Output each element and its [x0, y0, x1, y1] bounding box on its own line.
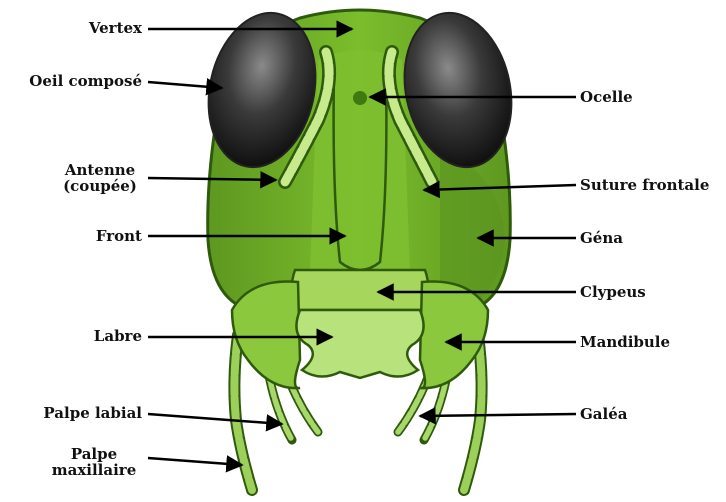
label-palpe-labial: Palpe labial — [43, 405, 142, 421]
label-vertex: Vertex — [89, 20, 142, 36]
label-ocelle: Ocelle — [580, 89, 633, 105]
label-antenne-line2: (coupée) — [52, 178, 148, 194]
label-clypeus: Clypeus — [580, 284, 646, 300]
ocelle — [353, 91, 367, 105]
label-palpe-maxillaire: Palpe maxillaire — [40, 446, 148, 478]
arrow-galea — [420, 414, 576, 416]
label-front: Front — [96, 228, 142, 244]
label-suture-frontale: Suture frontale — [580, 177, 709, 193]
clypeus — [292, 270, 429, 310]
label-galea: Galéa — [580, 406, 628, 422]
label-gena: Géna — [580, 230, 623, 246]
arrow-palpe-labial — [148, 414, 282, 424]
label-oeil-compose: Oeil composé — [29, 73, 142, 89]
arrow-palpe-maxillaire — [148, 458, 242, 465]
label-labre: Labre — [94, 328, 142, 344]
mandibule-left — [232, 282, 300, 389]
label-antenne: Antenne (coupée) — [52, 162, 148, 194]
label-mandibule: Mandibule — [580, 334, 670, 350]
labre — [296, 310, 423, 378]
label-antenne-line1: Antenne — [52, 162, 148, 178]
label-palpe-maxillaire-line1: Palpe — [40, 446, 148, 462]
label-palpe-maxillaire-line2: maxillaire — [40, 462, 148, 478]
